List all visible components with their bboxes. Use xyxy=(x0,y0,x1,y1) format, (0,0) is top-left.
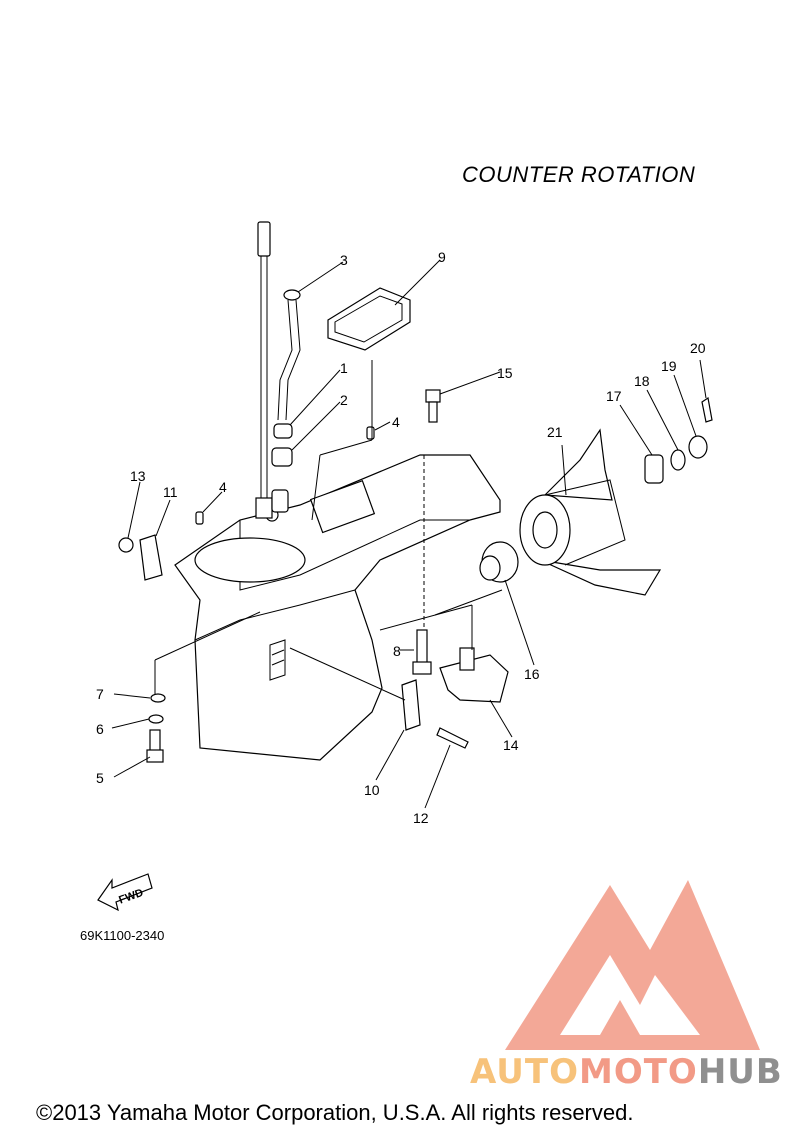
bolt-5 xyxy=(146,729,164,763)
callout-6: 6 xyxy=(96,721,104,737)
cotter-pin-20 xyxy=(701,396,713,423)
callout-18: 18 xyxy=(634,373,650,389)
shift-rod xyxy=(255,221,273,519)
callout-11: 11 xyxy=(163,484,178,500)
callout-4b: 4 xyxy=(219,479,227,495)
callout-4: 4 xyxy=(392,414,400,430)
washer-18 xyxy=(670,449,686,471)
callout-13: 13 xyxy=(130,468,146,484)
watermark-text: AUTOMOTOHUB xyxy=(470,1052,783,1092)
callout-10: 10 xyxy=(364,782,380,798)
washer-7 xyxy=(150,693,166,703)
leader-lines xyxy=(111,259,707,809)
callout-5: 5 xyxy=(96,770,104,786)
lower-case-housing xyxy=(174,454,501,761)
spacer-17 xyxy=(644,454,664,484)
callout-7: 7 xyxy=(96,686,104,702)
part-number: 69K1100-2340 xyxy=(80,928,165,943)
bolt-8 xyxy=(412,629,432,675)
callout-12: 12 xyxy=(413,810,429,826)
trim-tab xyxy=(439,647,509,703)
callout-8: 8 xyxy=(393,643,401,659)
callout-9: 9 xyxy=(438,249,446,265)
watermark-hub: HUB xyxy=(697,1052,783,1092)
nut-19 xyxy=(688,435,708,459)
callout-17: 17 xyxy=(606,388,622,404)
watermark-logo xyxy=(505,880,760,1050)
propeller xyxy=(519,428,662,596)
callout-1: 1 xyxy=(340,360,348,376)
callout-labels: 1 2 3 4 4 5 6 7 8 9 10 11 12 13 14 15 16… xyxy=(96,249,706,826)
bolt-15 xyxy=(425,389,441,423)
callout-15: 15 xyxy=(497,365,513,381)
diagram-title: COUNTER ROTATION xyxy=(462,162,696,187)
dowel-pin xyxy=(366,426,375,440)
callout-19: 19 xyxy=(661,358,677,374)
nut-13 xyxy=(118,537,134,553)
fwd-arrow: FWD xyxy=(97,873,153,912)
watermark-moto: MOTO xyxy=(578,1052,698,1092)
copyright-notice: ©2013 Yamaha Motor Corporation, U.S.A. A… xyxy=(36,1100,634,1125)
callout-14: 14 xyxy=(503,737,519,753)
callout-21: 21 xyxy=(547,424,563,440)
callout-3: 3 xyxy=(340,252,348,268)
callout-16: 16 xyxy=(524,666,540,682)
water-tube xyxy=(271,289,301,513)
spacer-16 xyxy=(479,541,519,583)
bolt-12 xyxy=(436,727,469,749)
callout-20: 20 xyxy=(690,340,706,356)
washer-6 xyxy=(148,714,164,724)
gasket xyxy=(327,287,411,351)
anode-10 xyxy=(401,679,421,731)
dowel-pin xyxy=(195,511,204,525)
callout-2: 2 xyxy=(340,392,348,408)
watermark-auto: AUTO xyxy=(470,1052,579,1092)
anode-11 xyxy=(139,534,163,581)
